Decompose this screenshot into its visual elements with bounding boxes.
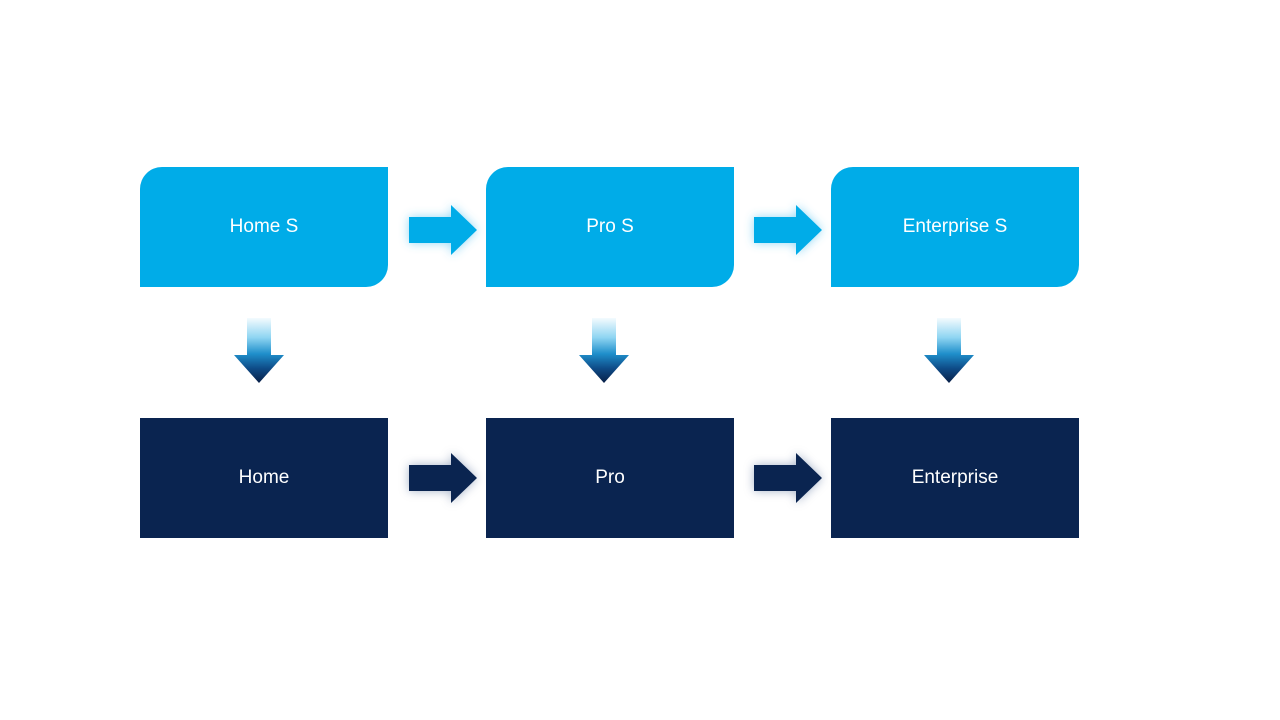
node-pro: Pro <box>486 418 734 538</box>
node-enterprise-s-label: Enterprise S <box>902 215 1008 237</box>
node-home-s: Home S <box>140 167 388 287</box>
right-arrow-icon <box>409 205 477 255</box>
node-enterprise-label: Enterprise <box>911 466 999 488</box>
down-arrow-icon <box>579 318 629 383</box>
node-home-label: Home <box>238 466 290 488</box>
right-arrow-icon <box>409 453 477 503</box>
node-pro-s-label: Pro S <box>586 215 634 237</box>
node-home: Home <box>140 418 388 538</box>
node-pro-label: Pro <box>595 466 625 488</box>
node-home-s-label: Home S <box>229 215 299 237</box>
right-arrow-icon <box>754 453 822 503</box>
down-arrow-icon <box>924 318 974 383</box>
down-arrow-icon <box>234 318 284 383</box>
node-enterprise: Enterprise <box>831 418 1079 538</box>
right-arrow-icon <box>754 205 822 255</box>
node-enterprise-s: Enterprise S <box>831 167 1079 287</box>
node-pro-s: Pro S <box>486 167 734 287</box>
